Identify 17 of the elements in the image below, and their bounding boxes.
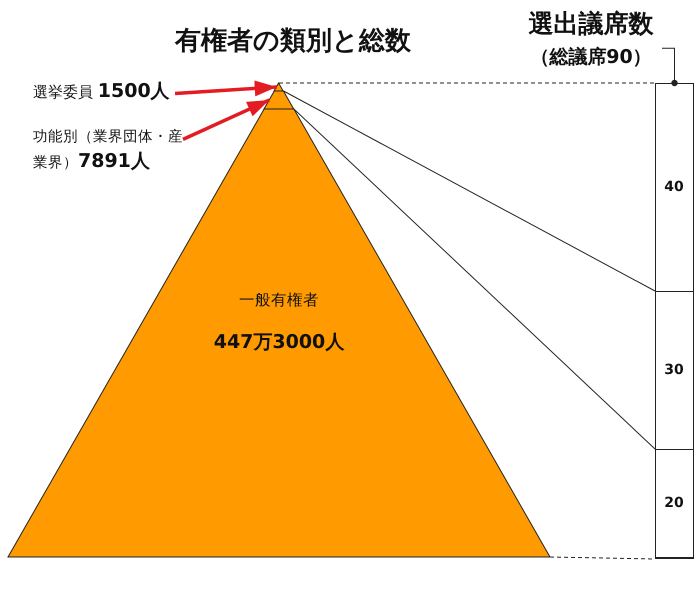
annotation-text: 選挙委員 1500人 — [33, 80, 175, 107]
connector-line — [278, 82, 656, 84]
column-heading: 選出議席数 — [528, 10, 654, 39]
seat-column — [655, 83, 694, 558]
connector-line — [283, 90, 656, 292]
seat-count: 20 — [664, 495, 684, 512]
tier-label: 一般有権者 — [239, 292, 319, 310]
column-subheading: （総議席90） — [530, 47, 652, 69]
arrow — [182, 98, 270, 141]
diagram-title: 有権者の類別と総数 — [175, 27, 411, 57]
seat-count: 40 — [664, 178, 684, 196]
seat-count: 30 — [664, 362, 684, 378]
arrow — [174, 80, 277, 96]
voter-count: 447万3000人 — [214, 332, 344, 354]
connector-line — [293, 108, 656, 450]
annotation-text: 功能別（業界団体・産業界）7891人 — [33, 125, 183, 173]
leader-line — [662, 48, 678, 86]
